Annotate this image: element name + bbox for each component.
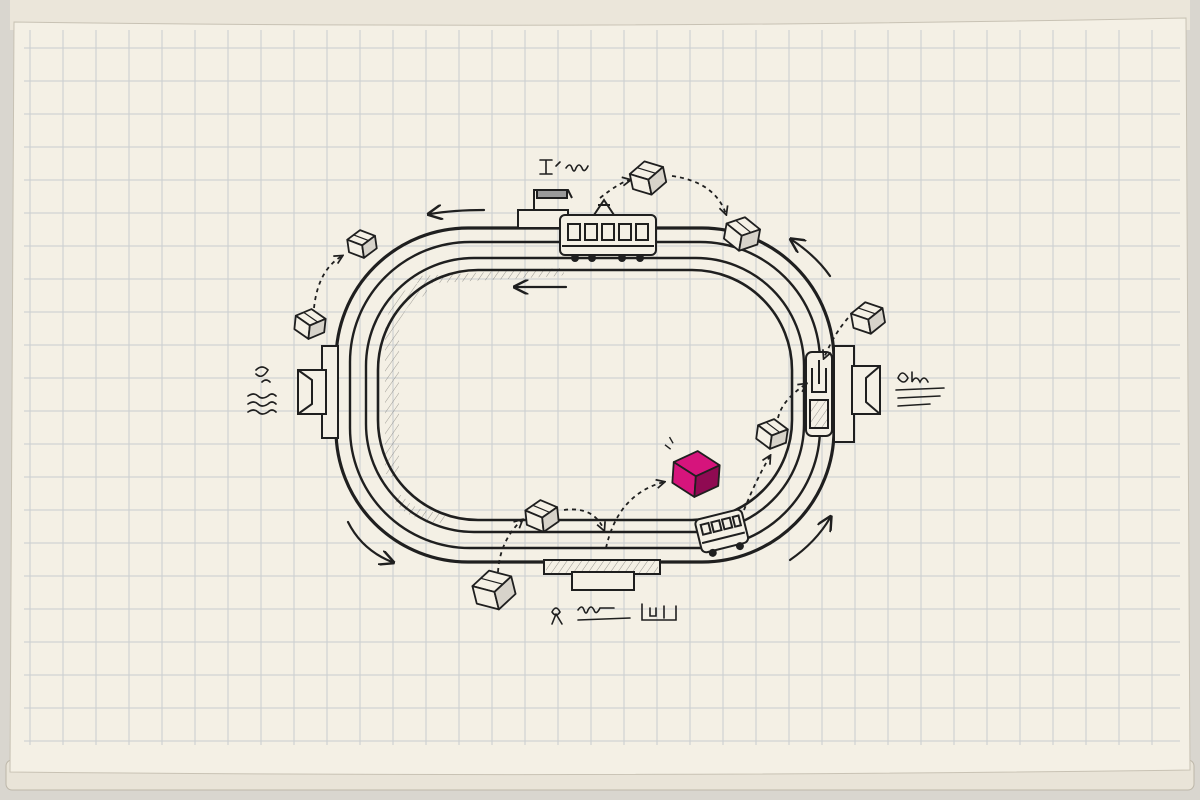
- scribble-labels: [247, 159, 945, 625]
- tram-icon: [559, 198, 657, 262]
- station-top: [517, 189, 573, 229]
- cube-icon: [850, 301, 886, 335]
- parcels: [293, 160, 886, 611]
- station-left: [297, 345, 339, 439]
- cube-icon: [293, 308, 327, 340]
- cube-icon: [723, 216, 761, 252]
- station-bottom: [543, 559, 661, 591]
- cube-icon: [346, 229, 378, 259]
- cube-icon: [755, 418, 789, 450]
- tram-icon: [805, 351, 833, 437]
- cube-icon: [664, 436, 721, 498]
- tram-icon: [694, 508, 750, 557]
- cube-icon: [628, 160, 668, 196]
- cube-icon: [524, 499, 560, 533]
- cube-icon: [471, 569, 517, 611]
- parcel-paths: [313, 175, 849, 573]
- direction-arrow-icon: [346, 210, 830, 562]
- station-right: [833, 345, 881, 443]
